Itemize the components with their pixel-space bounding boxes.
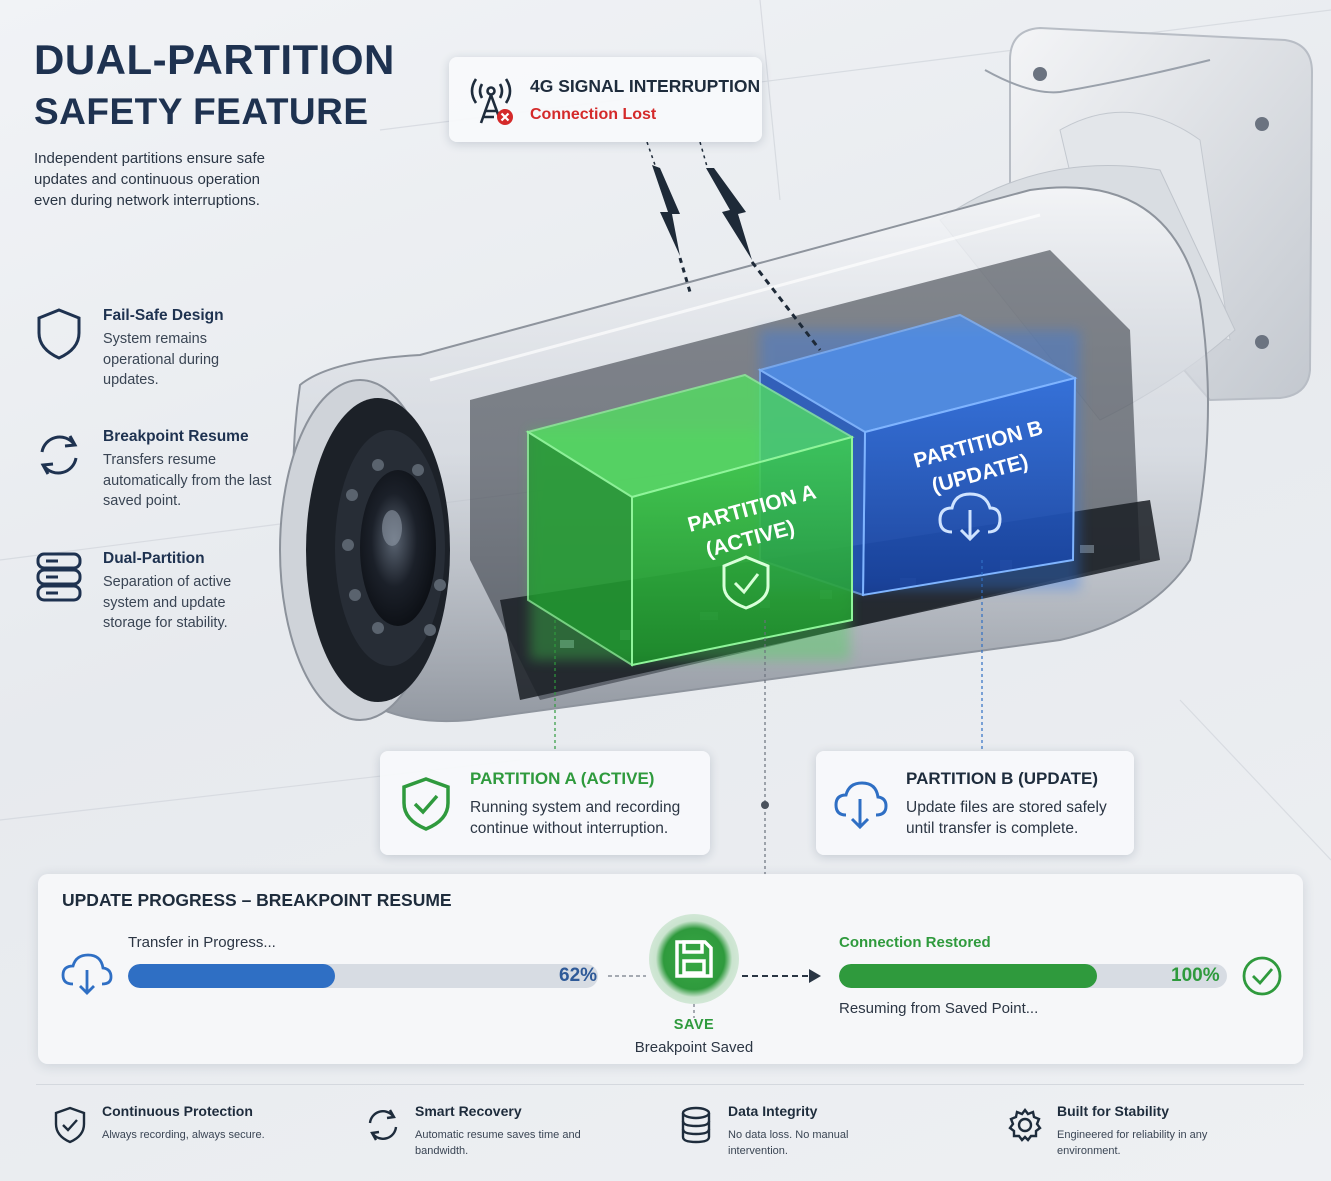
partition-b-title: PARTITION B (UPDATE) [906,769,1099,788]
bottom-feature-text: Always recording, always secure. [102,1129,265,1141]
partition-a-title: PARTITION A (ACTIVE) [470,769,655,788]
refresh-icon [40,435,78,475]
feature-title: Breakpoint Resume [103,428,249,445]
shield-check-icon [402,777,450,831]
bottom-feature-data-integrity: Data Integrity No data loss. No manual i… [678,1103,898,1159]
intro-text: Independent partitions ensure safe updat… [34,150,265,209]
bottom-feature-smart-recovery: Smart Recovery Automatic resume saves ti… [365,1103,585,1159]
camera-lens [279,379,450,721]
antenna-error-icon [470,78,513,125]
progress-title: UPDATE PROGRESS – BREAKPOINT RESUME [62,890,452,910]
bottom-feature-title: Smart Recovery [415,1103,522,1119]
feature-title: Dual-Partition [103,550,205,567]
feature-text: Separation of active system and update s… [103,574,232,631]
page-title: DUAL-PARTITION SAFETY FEATURE [34,34,395,138]
transfer-percent: 62% [559,965,598,986]
shield-check-icon [54,1106,86,1144]
feature-dual-partition: Dual-Partition Separation of active syst… [34,550,274,634]
storage-icon [36,552,82,602]
partition-b-text: Update files are stored safely until tra… [906,799,1107,837]
connection-restored-label: Connection Restored [839,934,991,951]
update-progress-panel: UPDATE PROGRESS – BREAKPOINT RESUME Tran… [38,874,1303,1064]
restored-percent: 100% [1171,965,1220,986]
transfer-progress-bar [128,964,598,988]
gear-icon [1008,1108,1042,1142]
bottom-feature-built-for-stability: Built for Stability Engineered for relia… [1007,1103,1227,1159]
feature-fail-safe: Fail-Safe Design System remains operatio… [34,307,274,391]
shield-icon [37,308,81,360]
signal-title: 4G SIGNAL INTERRUPTION [530,76,761,96]
bottom-feature-text: Engineered for reliability in any enviro… [1057,1129,1208,1157]
partition-b-card: PARTITION B (UPDATE) Update files are st… [816,751,1134,855]
partition-a-shield-icon [722,555,770,610]
feature-breakpoint-resume: Breakpoint Resume Transfers resume autom… [34,428,274,512]
title-line-2: SAFETY FEATURE [34,91,369,132]
database-icon [681,1106,711,1144]
bottom-feature-text: No data loss. No manual intervention. [728,1129,849,1157]
bottom-divider [36,1084,1304,1085]
restored-progress-bar [839,964,1227,988]
signal-status: Connection Lost [530,106,657,123]
progress-connector-arrow [608,969,821,983]
bottom-feature-title: Data Integrity [728,1103,818,1119]
save-label: SAVE [673,1017,715,1033]
bottom-feature-text: Automatic resume saves time and bandwidt… [415,1129,581,1157]
signal-interruption-card: 4G SIGNAL INTERRUPTION Connection Lost [449,57,762,142]
bottom-feature-title: Continuous Protection [102,1103,253,1119]
transfer-progress-fill [128,964,335,988]
cloud-download-icon [61,953,113,995]
refresh-icon [368,1109,398,1141]
feature-title: Fail-Safe Design [103,307,224,324]
save-button[interactable] [649,914,739,1004]
cloud-download-icon [834,781,888,830]
partition-b-cloud-icon [938,492,1002,542]
title-line-1: DUAL-PARTITION [34,36,395,83]
partition-a-card: PARTITION A (ACTIVE) Running system and … [380,751,710,855]
resume-text: Resuming from Saved Point... [839,1000,1039,1017]
bottom-feature-title: Built for Stability [1057,1103,1169,1119]
partition-a-box [525,373,855,667]
bottom-feature-continuous-protection: Continuous Protection Always recording, … [52,1103,312,1144]
floppy-disk-icon [675,940,713,978]
feature-text: Transfers resume automatically from the … [103,452,272,509]
save-connector [693,1004,695,1018]
lightning-bolts [652,165,752,260]
check-circle-icon [1242,956,1282,996]
transfer-label: Transfer in Progress... [128,934,276,951]
partition-a-text: Running system and recording continue wi… [470,799,681,837]
restored-progress-fill [839,964,1098,988]
breakpoint-saved-label: Breakpoint Saved [634,1039,754,1056]
feature-text: System remains operational during update… [103,331,220,388]
